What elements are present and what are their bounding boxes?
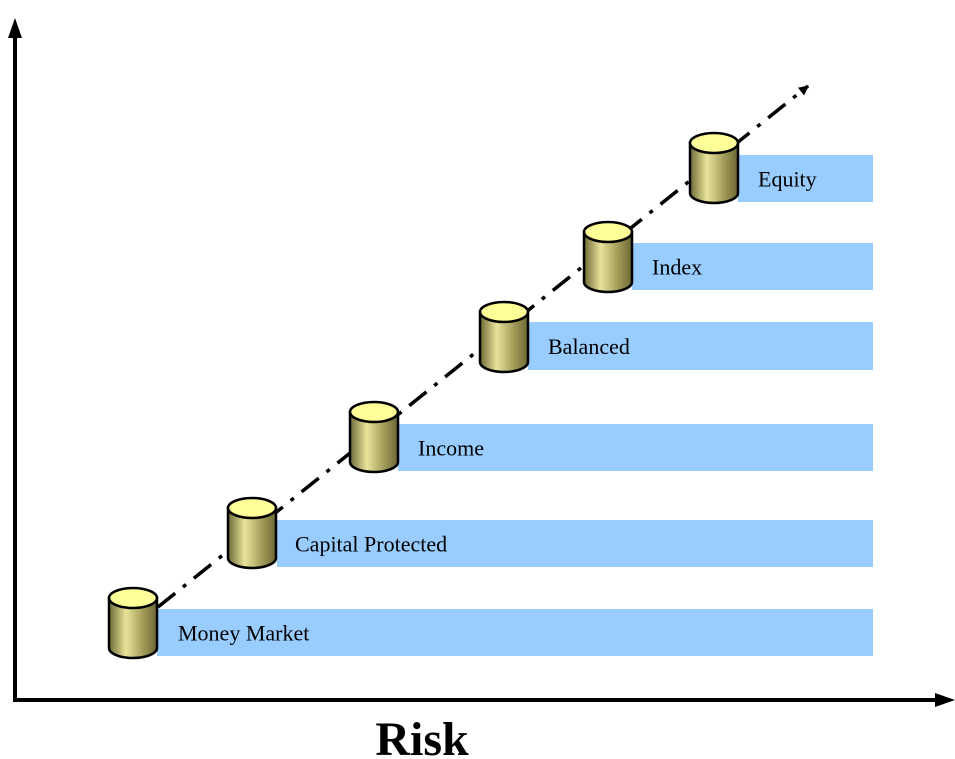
tier-cylinders bbox=[107, 131, 740, 660]
cylinder-icon-money-market bbox=[107, 586, 159, 660]
tier-label-money-market: Money Market bbox=[178, 621, 309, 646]
cylinder-icon-capital-protected bbox=[226, 496, 278, 570]
tier-bar-index bbox=[632, 243, 873, 290]
tier-bar-equity bbox=[738, 155, 873, 202]
tier-label-index: Index bbox=[652, 255, 702, 280]
cylinder-icon-index bbox=[582, 220, 634, 294]
x-axis-title: Risk bbox=[375, 713, 469, 759]
cylinder-icon-income bbox=[348, 400, 400, 474]
tier-bar-balanced bbox=[528, 322, 873, 370]
tier-bar-money-market bbox=[157, 609, 873, 656]
cylinder-icon-equity bbox=[688, 131, 740, 205]
tier-bars: Money Market Capital Protected Income Balan… bbox=[157, 155, 873, 656]
tier-label-income: Income bbox=[418, 436, 484, 461]
y-axis bbox=[8, 18, 22, 700]
tier-label-capital-protected: Capital Protected bbox=[295, 532, 447, 557]
y-axis-arrowhead bbox=[8, 18, 22, 38]
cylinder-icon-balanced bbox=[478, 300, 530, 374]
tier-bar-income bbox=[398, 424, 873, 471]
x-axis-arrowhead bbox=[935, 693, 955, 707]
tier-label-balanced: Balanced bbox=[548, 334, 630, 359]
x-axis bbox=[13, 693, 955, 707]
tier-bar-capital-protected bbox=[277, 520, 873, 567]
tier-label-equity: Equity bbox=[758, 167, 817, 192]
